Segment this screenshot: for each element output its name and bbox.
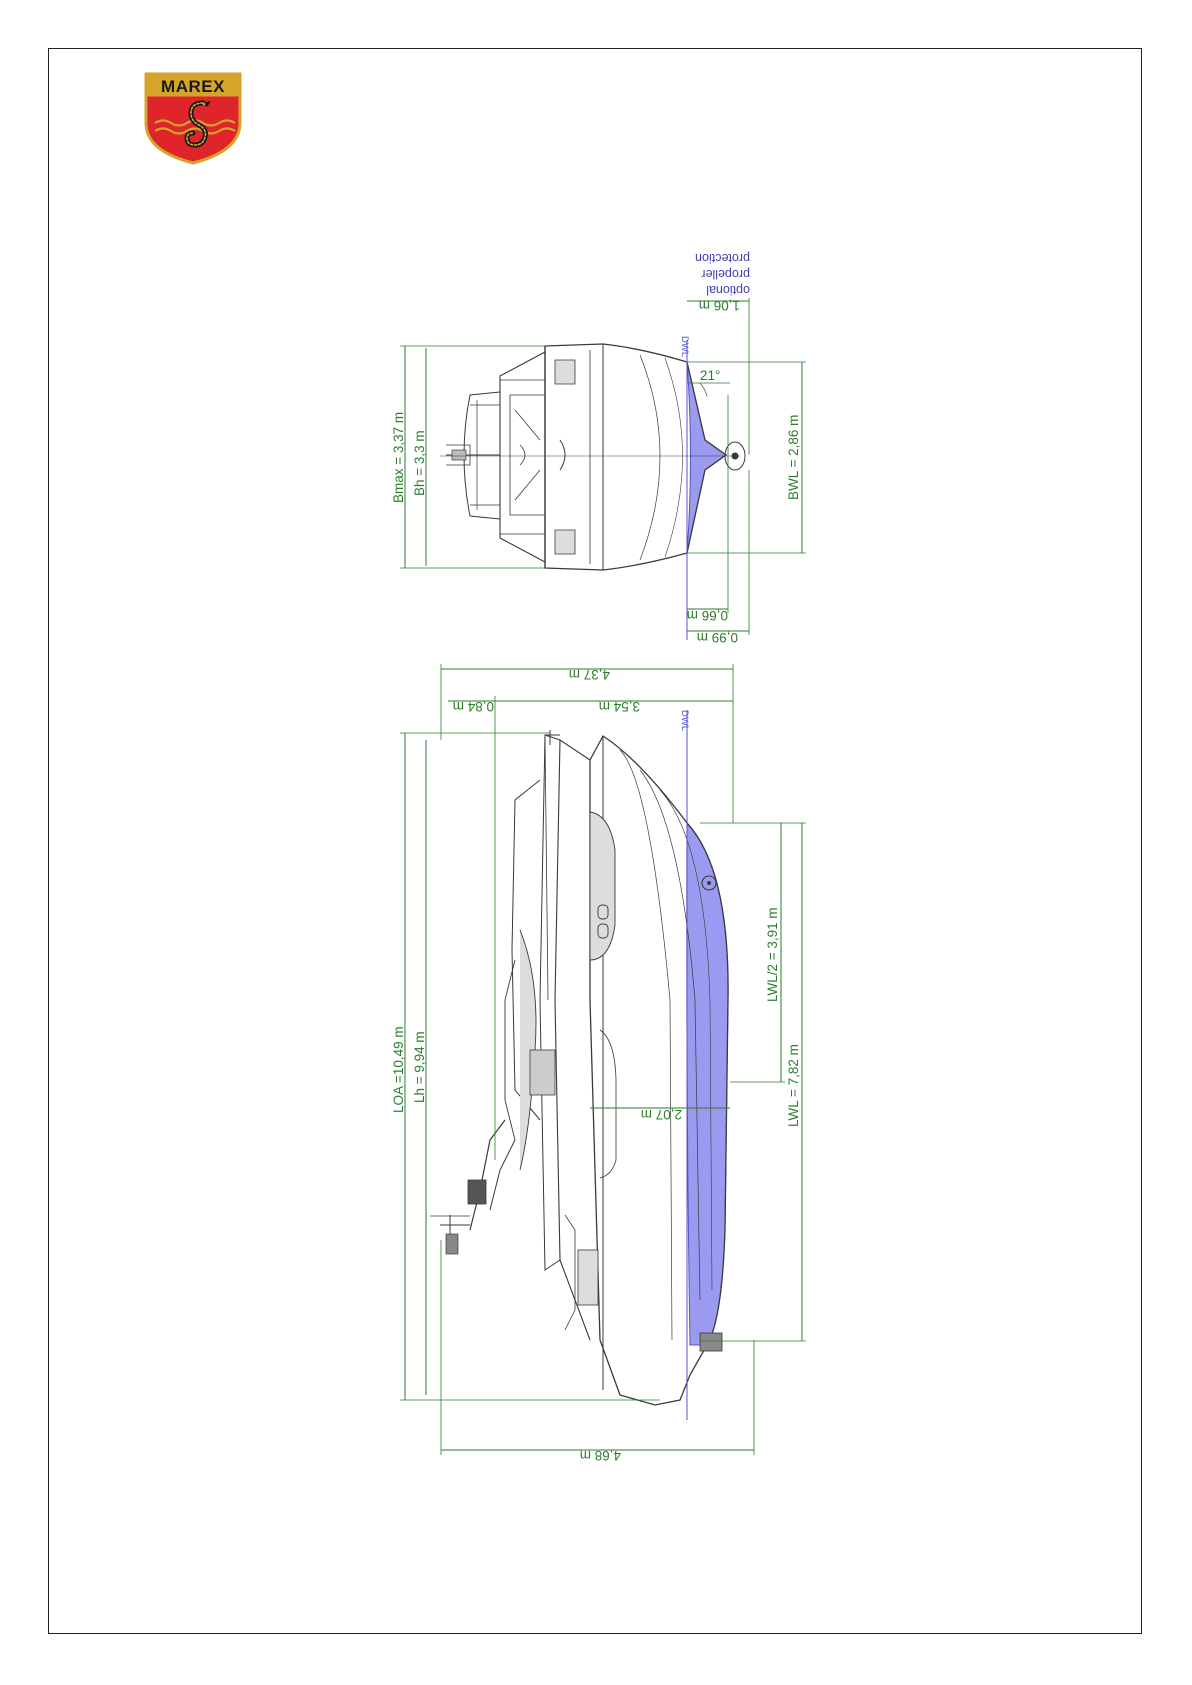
side-view: DWL LOA =10,49 m Lh = 9,94 m LWL = 7,82 … (391, 664, 806, 1463)
prop-protection-note-3: protection (695, 251, 750, 265)
height-084-label: 0,84 m (453, 699, 494, 714)
bwl-label: BWL = 2,86 m (786, 415, 801, 500)
lwl-label: LWL = 7,82 m (786, 1044, 801, 1127)
lwl-half-label: LWL/2 = 3,91 m (765, 907, 780, 1002)
height-468-label: 4,68 m (580, 1448, 621, 1463)
prop-protection-note-1: optional (706, 283, 750, 297)
side-dwl-label: DWL (679, 710, 690, 731)
draft-099-label: 0,99 m (697, 630, 738, 645)
stern-view: DWL Bmax = 3,37 m Bh = 3,3 m BWL = 2,86 … (391, 251, 806, 645)
draft-066-label: 0,66 m (687, 608, 728, 623)
height-437-label: 4,37 m (569, 667, 610, 682)
height-354-label: 3,54 m (599, 699, 640, 714)
stern-dwl-label: DWL (679, 336, 690, 357)
deadrise-angle-label: 21° (700, 368, 720, 383)
loa-label: LOA =10,49 m (391, 1026, 406, 1113)
bh-label: Bh = 3,3 m (412, 430, 427, 496)
height-207-label: 2,07 m (641, 1107, 682, 1122)
prop-protection-dim: 1,06 m (699, 298, 740, 313)
prop-protection-note-2: propeller (701, 267, 750, 281)
lh-label: Lh = 9,94 m (412, 1031, 427, 1103)
bmax-label: Bmax = 3,37 m (391, 412, 406, 503)
